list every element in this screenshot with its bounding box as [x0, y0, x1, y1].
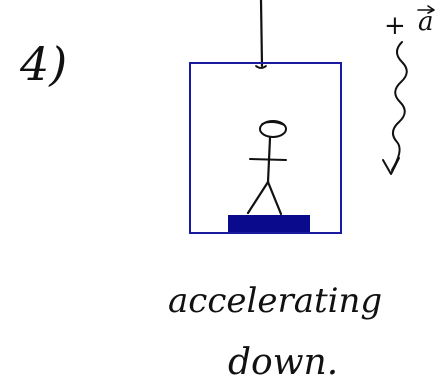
stick-figure-person	[246, 120, 287, 216]
person-right-leg	[266, 180, 283, 216]
caption-line-2: down.	[228, 342, 338, 383]
caption-line-1: accelerating	[168, 281, 382, 321]
person-left-leg	[246, 180, 270, 215]
person-arms	[249, 158, 287, 161]
elevator-cable	[259, 0, 264, 68]
arrow-head-icon	[382, 157, 400, 175]
acceleration-symbol: a	[418, 7, 434, 37]
acceleration-wavy-arrow	[391, 41, 408, 171]
person-face-line	[261, 121, 285, 126]
person-head	[259, 120, 287, 138]
vector-arrow-bar	[417, 5, 435, 14]
problem-number: 4)	[19, 37, 67, 91]
cable-hook	[255, 65, 267, 69]
elevator-box	[189, 62, 342, 234]
bathroom-scale	[228, 215, 310, 232]
acceleration-sign: +	[384, 11, 406, 41]
